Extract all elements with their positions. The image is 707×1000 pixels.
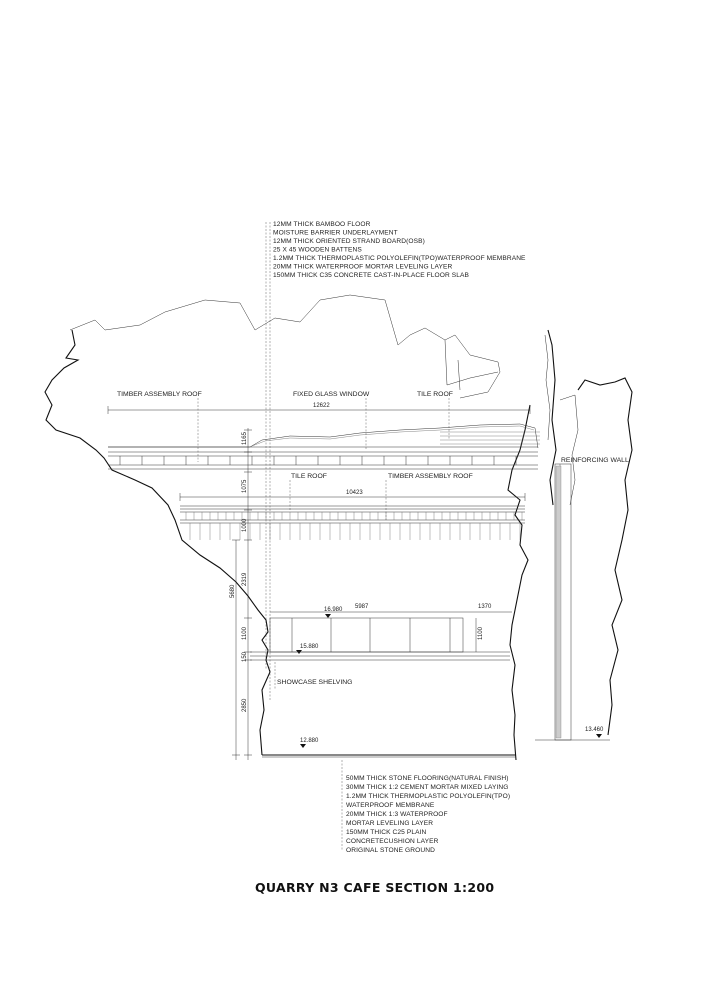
dim-1165: 1165	[242, 431, 248, 445]
label-tile-roof-1: TILE ROOF	[417, 391, 453, 398]
dim-1370: 1370	[478, 604, 492, 610]
dim-150: 150	[242, 651, 248, 662]
dim-2319: 2319	[242, 572, 248, 586]
label-showcase-shelving: SHOWCASE SHELVING	[277, 679, 352, 686]
note-top-1: 12MM THICK BAMBOO FLOOR	[273, 221, 371, 228]
dim-1075: 1075	[242, 479, 248, 493]
dim-1100-right: 1100	[478, 626, 484, 640]
note-bottom-8: CONCRETECUSHION LAYER	[346, 838, 439, 845]
terrain	[44, 294, 633, 761]
dim-10423: 10423	[346, 490, 363, 496]
level-12880: 12.880	[300, 738, 319, 744]
dim-1000: 1000	[242, 518, 248, 532]
note-bottom-5: 20MM THICK 1:3 WATERPROOF	[346, 811, 448, 818]
label-reinforcing-wall: REINFORCING WALL	[561, 457, 629, 464]
note-bottom-3: 1.2MM THICK THERMOPLASTIC POLYOLEFIN(TPO…	[346, 793, 510, 800]
note-top-5: 1.2MM THICK THERMOPLASTIC POLYOLEFIN(TPO…	[273, 255, 526, 262]
dim-5680: 5680	[230, 584, 236, 598]
note-bottom-6: MORTAR LEVELING LAYER	[346, 820, 433, 827]
upper-roof-battens	[119, 456, 517, 465]
note-top-6: 20MM THICK WATERPROOF MORTAR LEVELING LA…	[273, 264, 452, 271]
showcase-level: 5987 1370 16.980 1100 15.880 SHOWCASE SH…	[250, 604, 512, 690]
note-bottom-1: 50MM THICK STONE FLOORING(NATURAL FINISH…	[346, 775, 509, 782]
label-fixed-glass-window: FIXED GLASS WINDOW	[293, 391, 370, 398]
drawing-title: QUARRY N3 CAFE SECTION 1:200	[255, 880, 494, 895]
vertical-dimensions: 1165 1075 1000 2319 5680 1100 150 2850	[230, 428, 252, 760]
note-top-2: MOISTURE BARRIER UNDERLAYMENT	[273, 230, 398, 237]
note-bottom-9: ORIGINAL STONE GROUND	[346, 847, 435, 854]
level-marker-top	[325, 614, 331, 618]
label-timber-assembly-roof-1: TIMBER ASSEMBLY ROOF	[117, 391, 202, 398]
top-notes: 12MM THICK BAMBOO FLOOR MOISTURE BARRIER…	[273, 221, 526, 279]
level-15880: 15.880	[300, 644, 319, 650]
level-16980: 16.980	[324, 607, 343, 613]
middle-roof-rafters	[185, 512, 523, 540]
level-marker-ground	[300, 744, 306, 748]
dim-2850: 2850	[242, 698, 248, 712]
dim-5987: 5987	[355, 604, 369, 610]
note-bottom-7: 150MM THICK C25 PLAIN	[346, 829, 427, 836]
level-13460: 13.460	[585, 727, 604, 733]
dim-1100-left: 1100	[242, 626, 248, 640]
ground-level: 12.880	[262, 738, 516, 758]
note-top-4: 25 X 45 WOODEN BATTENS	[273, 247, 362, 254]
upper-roof: 12622	[107, 403, 540, 470]
label-timber-assembly-roof-2: TIMBER ASSEMBLY ROOF	[388, 473, 473, 480]
note-top-3: 12MM THICK ORIENTED STRAND BOARD(OSB)	[273, 238, 425, 245]
bottom-notes: 50MM THICK STONE FLOORING(NATURAL FINISH…	[341, 760, 510, 854]
note-bottom-2: 30MM THICK 1:2 CEMENT MORTAR MIXED LAYIN…	[346, 784, 509, 791]
reinforcing-wall: 13.460	[535, 463, 610, 741]
label-tile-roof-2: TILE ROOF	[291, 473, 327, 480]
note-bottom-4: WATERPROOF MEMBRANE	[346, 802, 435, 809]
dim-12622: 12622	[313, 403, 330, 409]
top-notes-leader	[265, 222, 271, 700]
note-top-7: 150MM THICK C35 CONCRETE CAST-IN-PLACE F…	[273, 272, 470, 279]
level-marker-wall	[596, 734, 602, 738]
middle-roof: 10423 TILE ROOF TIMBER ASSEMBLY ROOF	[179, 473, 526, 524]
